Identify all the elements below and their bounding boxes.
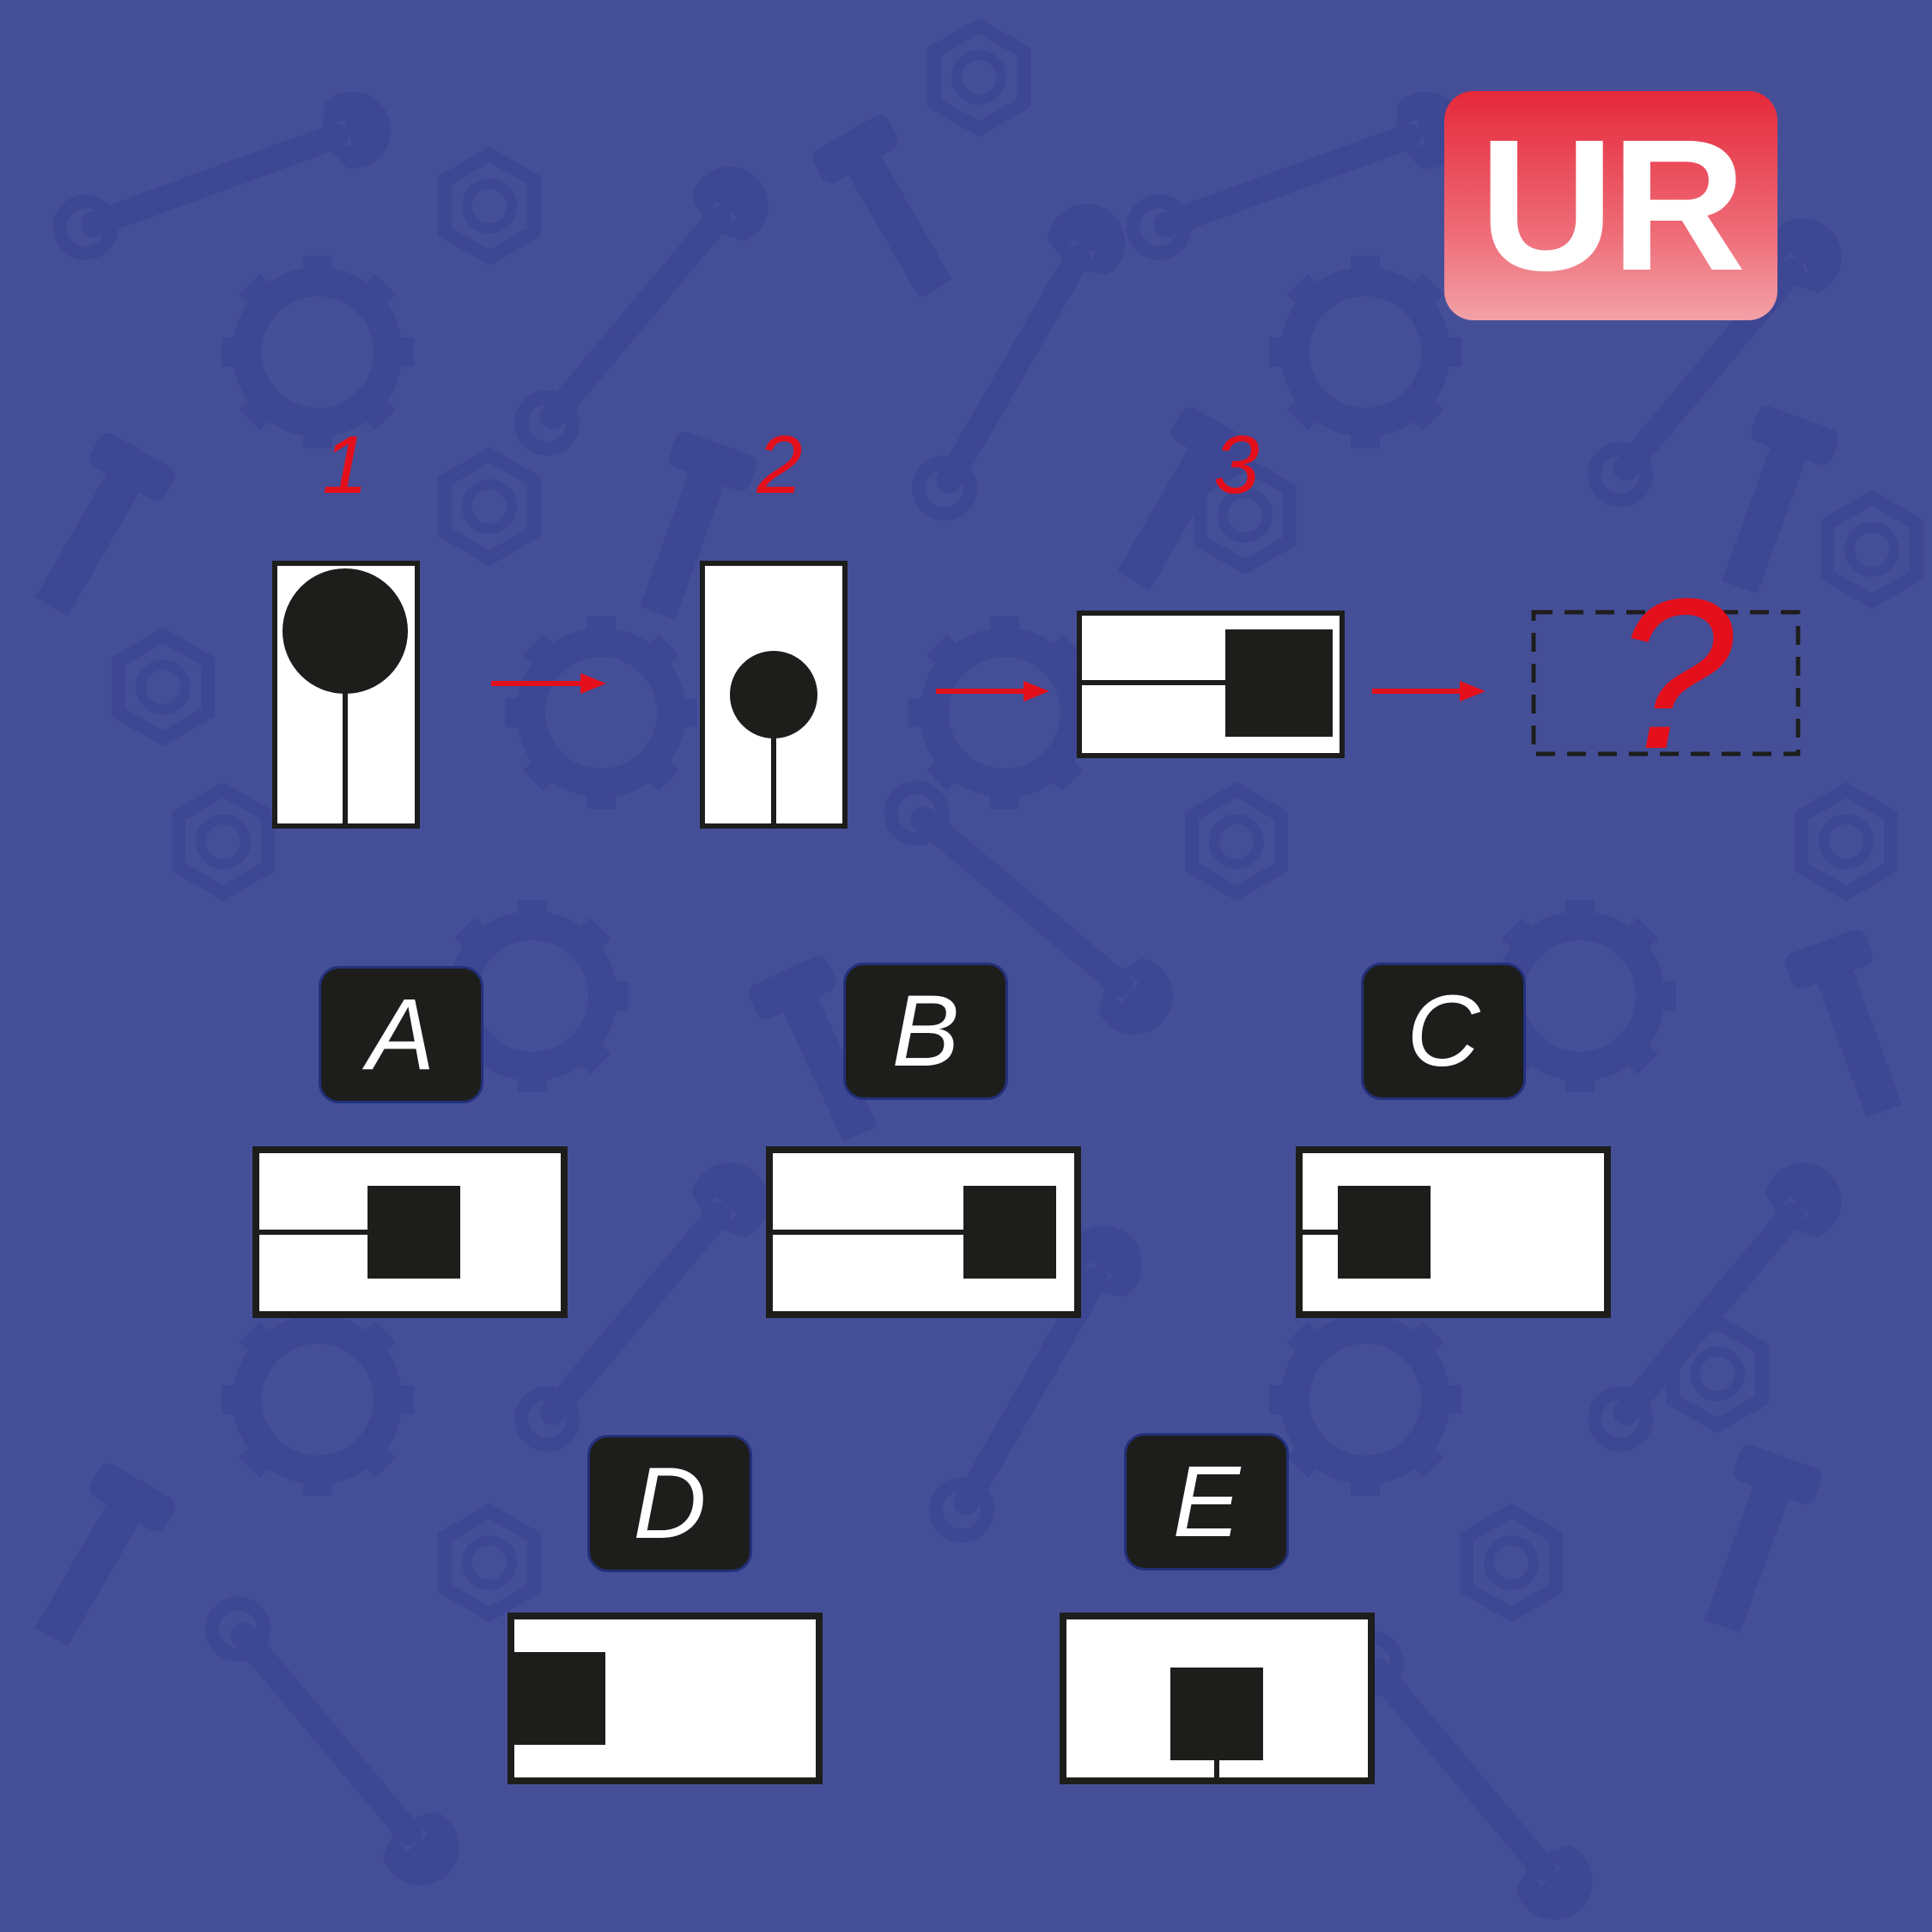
question-mark: ?	[1614, 554, 1735, 793]
option-c-figure[interactable]	[1296, 1146, 1611, 1318]
option-e-figure[interactable]	[1060, 1613, 1375, 1784]
option-b-badge[interactable]: B	[843, 963, 1008, 1100]
step-number-3: 3	[1213, 419, 1260, 511]
option-a-badge[interactable]: A	[319, 966, 483, 1103]
ur-logo: UR	[1444, 91, 1777, 320]
option-d-figure[interactable]	[507, 1613, 823, 1784]
arrow-1	[491, 673, 606, 694]
arrow-3	[1372, 681, 1485, 702]
step-number-1: 1	[322, 419, 368, 511]
option-b-figure[interactable]	[766, 1146, 1081, 1318]
figure-2	[700, 561, 848, 829]
option-c-badge[interactable]: C	[1361, 963, 1526, 1100]
arrow-2	[936, 681, 1049, 702]
figure-1	[272, 561, 420, 829]
step-number-2: 2	[756, 419, 803, 511]
unknown-figure-slot	[1531, 610, 1801, 756]
option-d-badge[interactable]: D	[587, 1435, 752, 1572]
figure-3	[1077, 611, 1345, 758]
option-a-figure[interactable]	[252, 1146, 568, 1318]
option-e-badge[interactable]: E	[1124, 1433, 1289, 1571]
